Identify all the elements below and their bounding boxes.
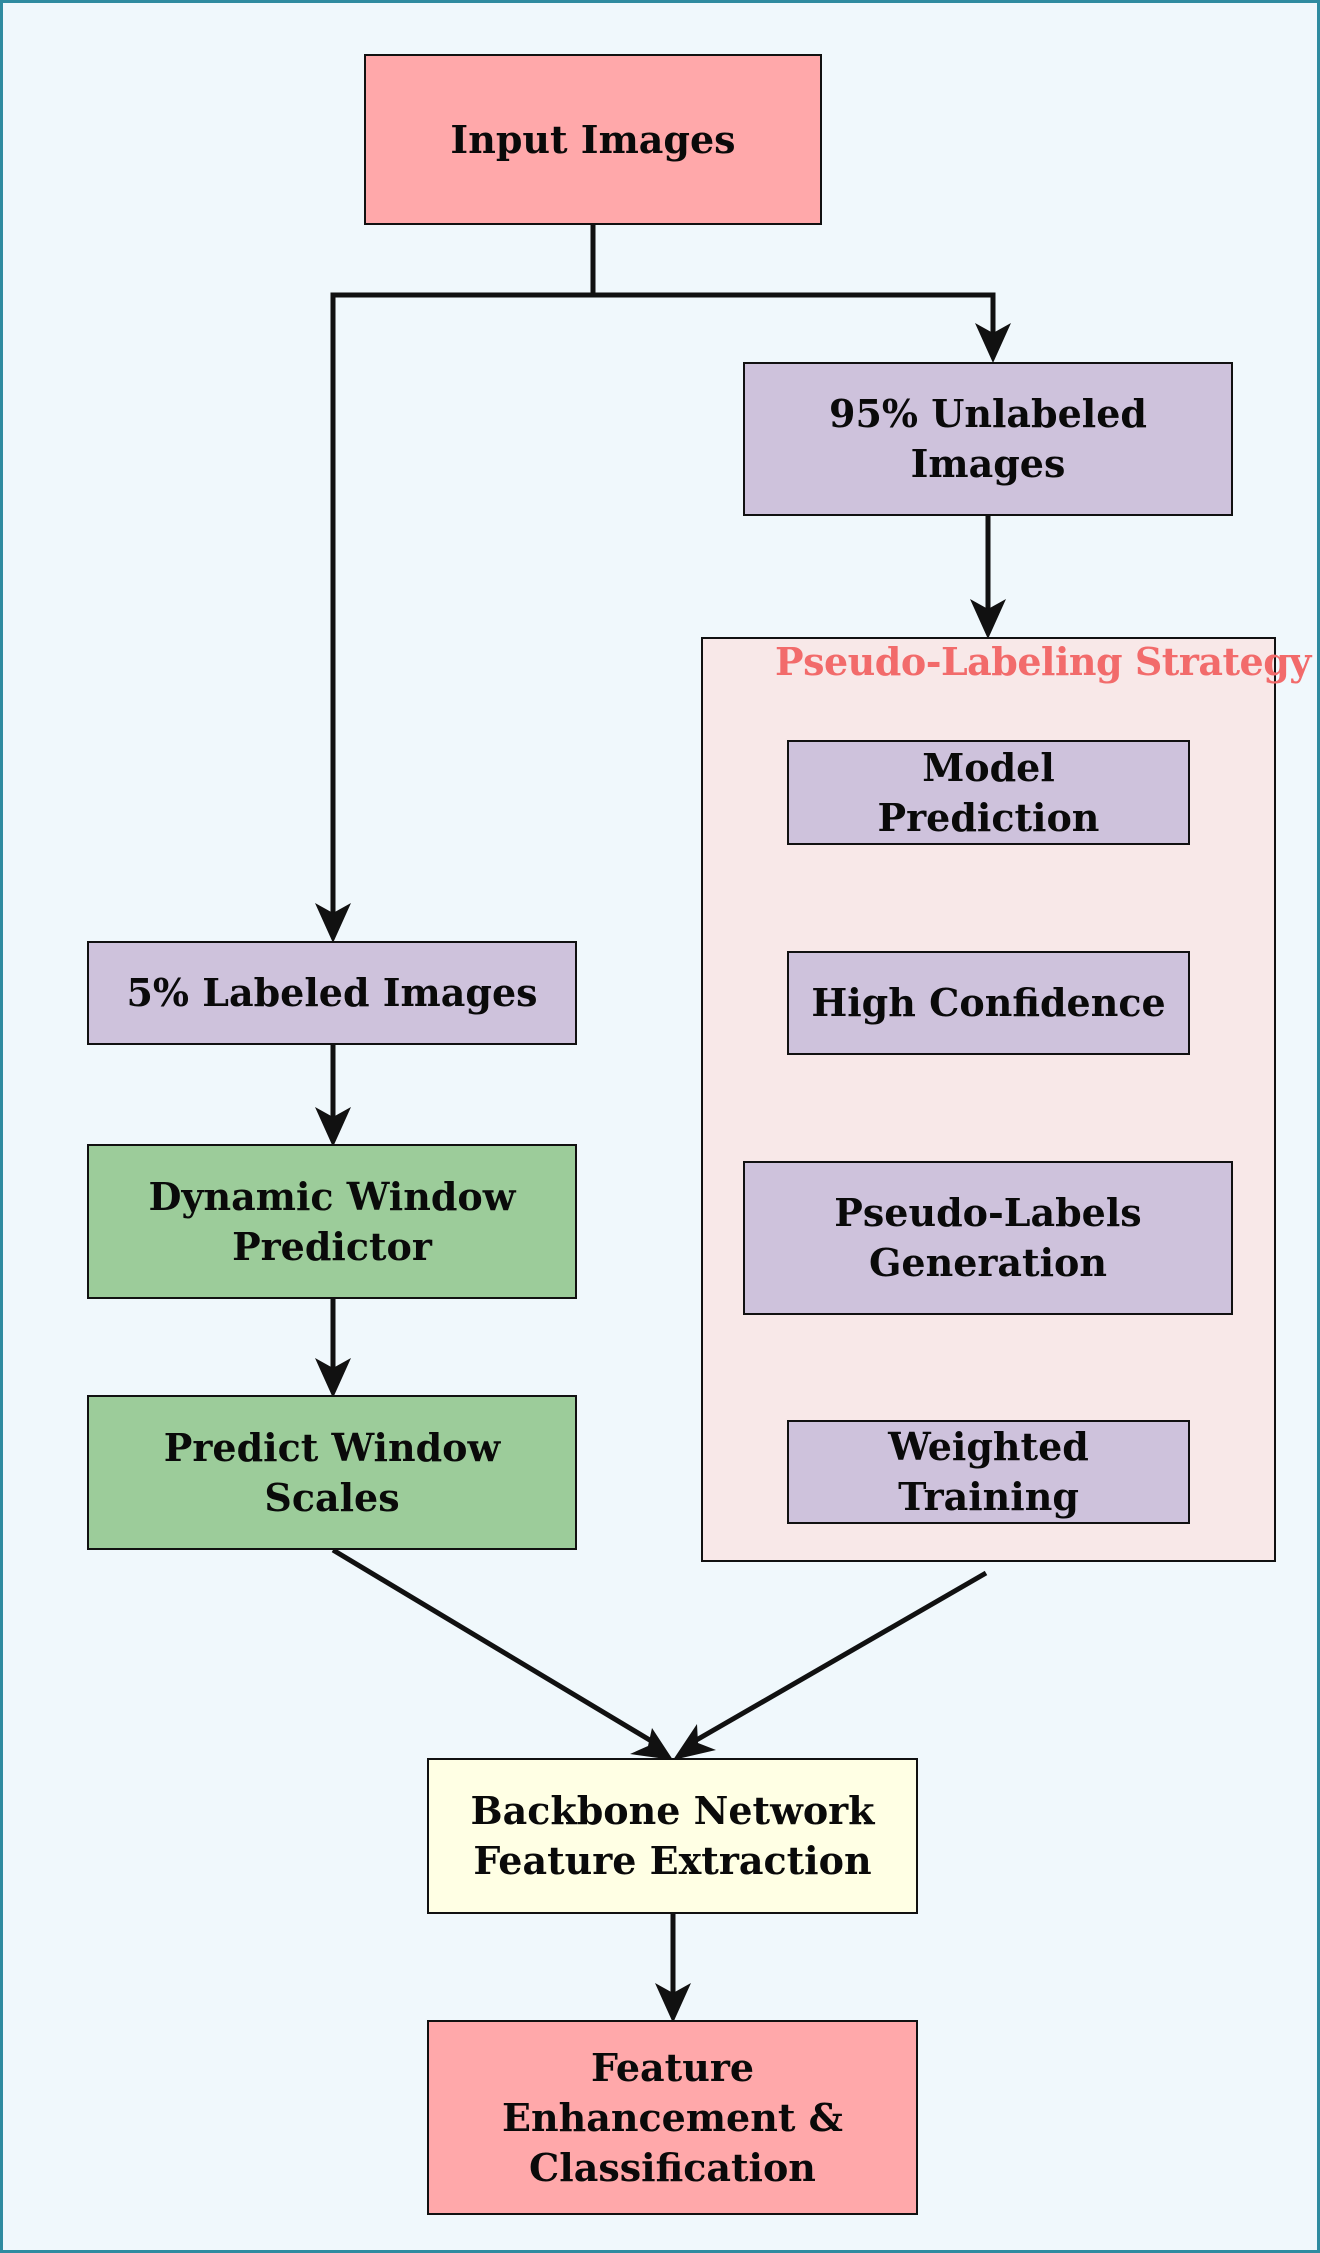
- node-input-images: Input Images: [364, 54, 822, 225]
- edge-strategy-to-backbone: [691, 1570, 988, 1745]
- node-unlabeled-images: 95% Unlabeled Images: [743, 362, 1233, 516]
- group-title: Pseudo-Labeling Strategy: [775, 639, 1311, 684]
- arrowhead-labeled: [315, 903, 351, 943]
- node-model-prediction: Model Prediction: [787, 740, 1190, 845]
- arrowhead-unlabeled: [975, 323, 1011, 363]
- node-backbone-network: Backbone Network Feature Extraction: [427, 1758, 918, 1914]
- node-feature-enhancement: Feature Enhancement & Classification: [427, 2020, 918, 2215]
- node-labeled-images: 5% Labeled Images: [87, 941, 577, 1045]
- arrowhead-backbone-right: [673, 1724, 716, 1760]
- node-pseudo-labels-generation: Pseudo-Labels Generation: [743, 1161, 1233, 1315]
- node-dynamic-window-predictor: Dynamic Window Predictor: [87, 1144, 577, 1299]
- arrowhead-backbone-left: [630, 1728, 673, 1760]
- node-weighted-training: Weighted Training: [787, 1420, 1190, 1524]
- node-predict-window-scales: Predict Window Scales: [87, 1395, 577, 1550]
- arrowhead-predict: [315, 1358, 351, 1398]
- arrowhead-strategy: [970, 599, 1006, 639]
- node-high-confidence: High Confidence: [787, 951, 1190, 1055]
- edge-input-to-unlabeled: [593, 292, 996, 341]
- edge-predict-to-backbone: [331, 1547, 655, 1745]
- edge-input-to-labeled: [330, 292, 593, 915]
- arrowhead-feature: [655, 1983, 691, 2023]
- arrowhead-dynamic: [315, 1107, 351, 1147]
